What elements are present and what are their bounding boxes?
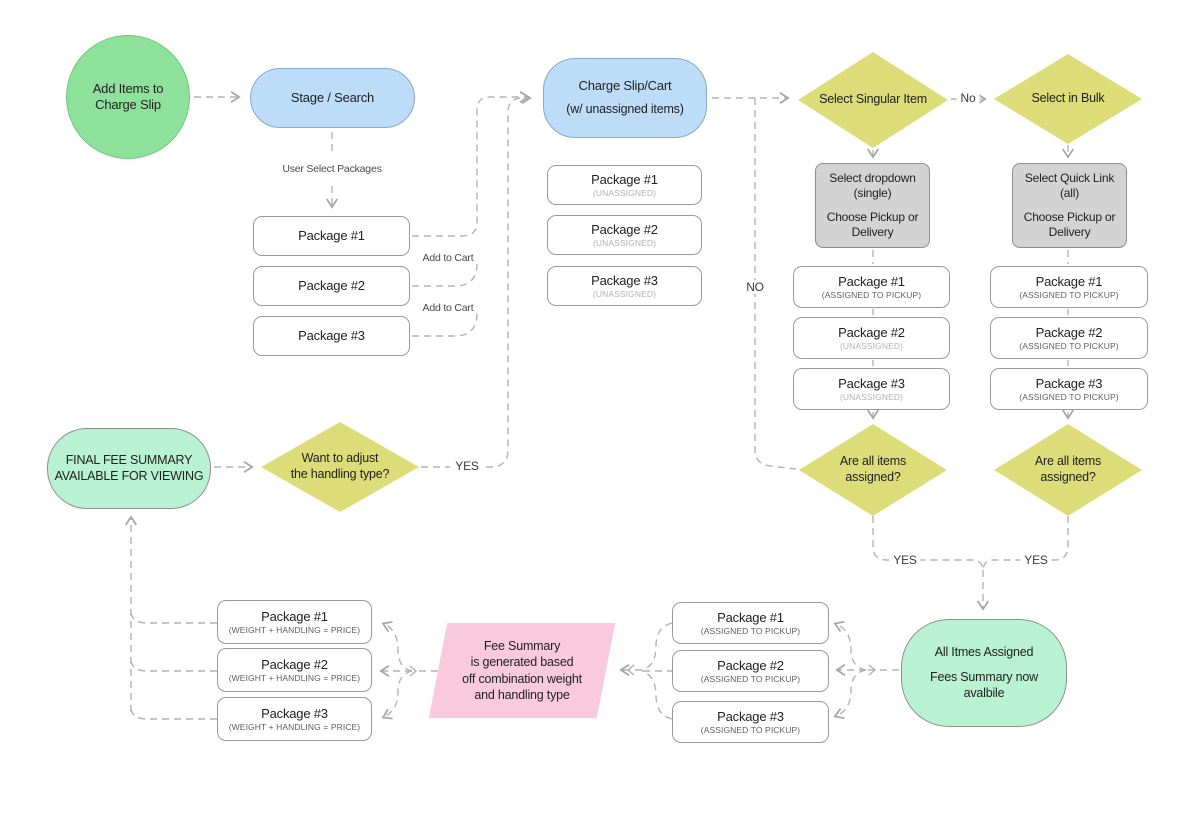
package-status: (ASSIGNED TO PICKUP)	[1019, 340, 1119, 351]
node-priced-package-3[interactable]: Package #3 (WEIGHT + HANDLING = PRICE)	[217, 697, 372, 741]
dashed-connectors	[125, 91, 1074, 720]
package-status: (WEIGHT + HANDLING = PRICE)	[228, 624, 361, 635]
node-label: Want to adjust the handling type?	[290, 451, 390, 481]
node-action-select-dropdown[interactable]: Select dropdown (single) Choose Pickup o…	[815, 163, 930, 248]
package-status: (UNASSIGNED)	[592, 237, 657, 248]
node-pickup-package-3[interactable]: Package #3 (ASSIGNED TO PICKUP)	[672, 701, 829, 743]
package-name: Package #1	[838, 273, 905, 289]
edge-label-yes-right: YES	[1020, 553, 1052, 567]
fee-summary-text: Fee Summary is generated based off combi…	[462, 639, 582, 702]
action-line2: Choose Pickup or Delivery	[1023, 210, 1116, 239]
package-name: Package #1	[261, 608, 328, 624]
node-label: FINAL FEE SUMMARY AVAILABLE FOR VIEWING	[54, 452, 204, 483]
node-charge-slip-cart[interactable]: Charge Slip/Cart (w/ unassigned items)	[543, 58, 707, 138]
package-name: Package #3	[717, 708, 784, 724]
package-status: (ASSIGNED TO PICKUP)	[700, 724, 801, 735]
package-name: Package #2	[298, 277, 365, 293]
package-status: (ASSIGNED TO PICKUP)	[1019, 289, 1119, 300]
node-title: Charge Slip/Cart	[578, 78, 672, 94]
package-status: (UNASSIGNED)	[592, 288, 657, 299]
node-single-package-2[interactable]: Package #2 (UNASSIGNED)	[793, 317, 950, 359]
node-bulk-package-1[interactable]: Package #1 (ASSIGNED TO PICKUP)	[990, 266, 1148, 308]
node-start-add-items[interactable]: Add Items to Charge Slip	[66, 35, 190, 159]
node-stage-package-1[interactable]: Package #1	[253, 216, 410, 256]
package-name: Package #3	[838, 375, 905, 391]
node-label: Add Items to Charge Slip	[92, 80, 164, 112]
action-line1: Select dropdown (single)	[829, 171, 916, 200]
package-status: (ASSIGNED TO PICKUP)	[700, 673, 801, 684]
package-name: Package #3	[591, 272, 658, 288]
package-status: (WEIGHT + HANDLING = PRICE)	[228, 721, 361, 732]
edge-label-yes-left: YES	[889, 553, 921, 567]
node-single-package-1[interactable]: Package #1 (ASSIGNED TO PICKUP)	[793, 266, 950, 308]
node-single-package-3[interactable]: Package #3 (UNASSIGNED)	[793, 368, 950, 410]
package-status: (WEIGHT + HANDLING = PRICE)	[228, 672, 361, 683]
node-pickup-package-1[interactable]: Package #1 (ASSIGNED TO PICKUP)	[672, 602, 829, 644]
node-all-items-assigned[interactable]: All Itmes Assigned Fees Summary now aval…	[901, 619, 1067, 727]
package-status: (UNASSIGNED)	[839, 340, 904, 351]
node-subtitle: (w/ unassigned items)	[566, 102, 684, 117]
package-name: Package #3	[1035, 375, 1103, 391]
package-name: Package #3	[261, 705, 328, 721]
package-status: (ASSIGNED TO PICKUP)	[1019, 391, 1119, 402]
node-pickup-package-2[interactable]: Package #2 (ASSIGNED TO PICKUP)	[672, 650, 829, 692]
node-stage-package-2[interactable]: Package #2	[253, 266, 410, 306]
edge-label-no-loop: NO	[742, 280, 768, 294]
node-bulk-package-2[interactable]: Package #2 (ASSIGNED TO PICKUP)	[990, 317, 1148, 359]
package-name: Package #1	[591, 171, 658, 187]
node-bulk-package-3[interactable]: Package #3 (ASSIGNED TO PICKUP)	[990, 368, 1148, 410]
action-line2: Choose Pickup or Delivery	[826, 210, 919, 239]
package-name: Package #2	[261, 656, 328, 672]
package-status: (UNASSIGNED)	[839, 391, 904, 402]
node-line2: Fees Summary now avalbile	[930, 670, 1038, 700]
edge-label-no: No	[956, 91, 980, 105]
package-name: Package #1	[298, 227, 365, 243]
node-stage-search[interactable]: Stage / Search	[250, 68, 415, 128]
node-label: Are all items assigned?	[1034, 454, 1102, 484]
action-line1: Select Quick Link (all)	[1024, 171, 1115, 200]
package-name: Package #2	[1035, 324, 1103, 340]
package-status: (UNASSIGNED)	[592, 187, 657, 198]
node-cart-package-1[interactable]: Package #1 (UNASSIGNED)	[547, 165, 702, 205]
edge-label-user-select: User Select Packages	[278, 163, 386, 175]
package-name: Package #1	[717, 609, 784, 625]
package-status: (ASSIGNED TO PICKUP)	[700, 625, 801, 636]
node-label: Are all items assigned?	[839, 454, 907, 484]
node-final-fee-summary[interactable]: FINAL FEE SUMMARY AVAILABLE FOR VIEWING	[47, 428, 211, 509]
node-label: Select in Bulk	[1031, 91, 1105, 106]
edge-label-yes-adjust: YES	[451, 459, 483, 473]
package-name: Package #2	[591, 221, 658, 237]
node-stage-package-3[interactable]: Package #3	[253, 316, 410, 356]
node-cart-package-3[interactable]: Package #3 (UNASSIGNED)	[547, 266, 702, 306]
node-label: Stage / Search	[290, 89, 375, 105]
node-action-select-quicklink[interactable]: Select Quick Link (all) Choose Pickup or…	[1012, 163, 1127, 248]
edge-label-add-to-cart-2: Add to Cart	[418, 302, 478, 314]
package-status: (ASSIGNED TO PICKUP)	[821, 289, 922, 300]
package-name: Package #3	[298, 327, 365, 343]
node-priced-package-2[interactable]: Package #2 (WEIGHT + HANDLING = PRICE)	[217, 648, 372, 692]
package-name: Package #1	[1035, 273, 1103, 289]
node-cart-package-2[interactable]: Package #2 (UNASSIGNED)	[547, 215, 702, 255]
node-priced-package-1[interactable]: Package #1 (WEIGHT + HANDLING = PRICE)	[217, 600, 372, 644]
node-label: Select Singular Item	[819, 92, 927, 107]
edge-label-add-to-cart-1: Add to Cart	[418, 252, 478, 264]
package-name: Package #2	[838, 324, 905, 340]
node-line1: All Itmes Assigned	[934, 644, 1034, 659]
package-name: Package #2	[717, 657, 784, 673]
